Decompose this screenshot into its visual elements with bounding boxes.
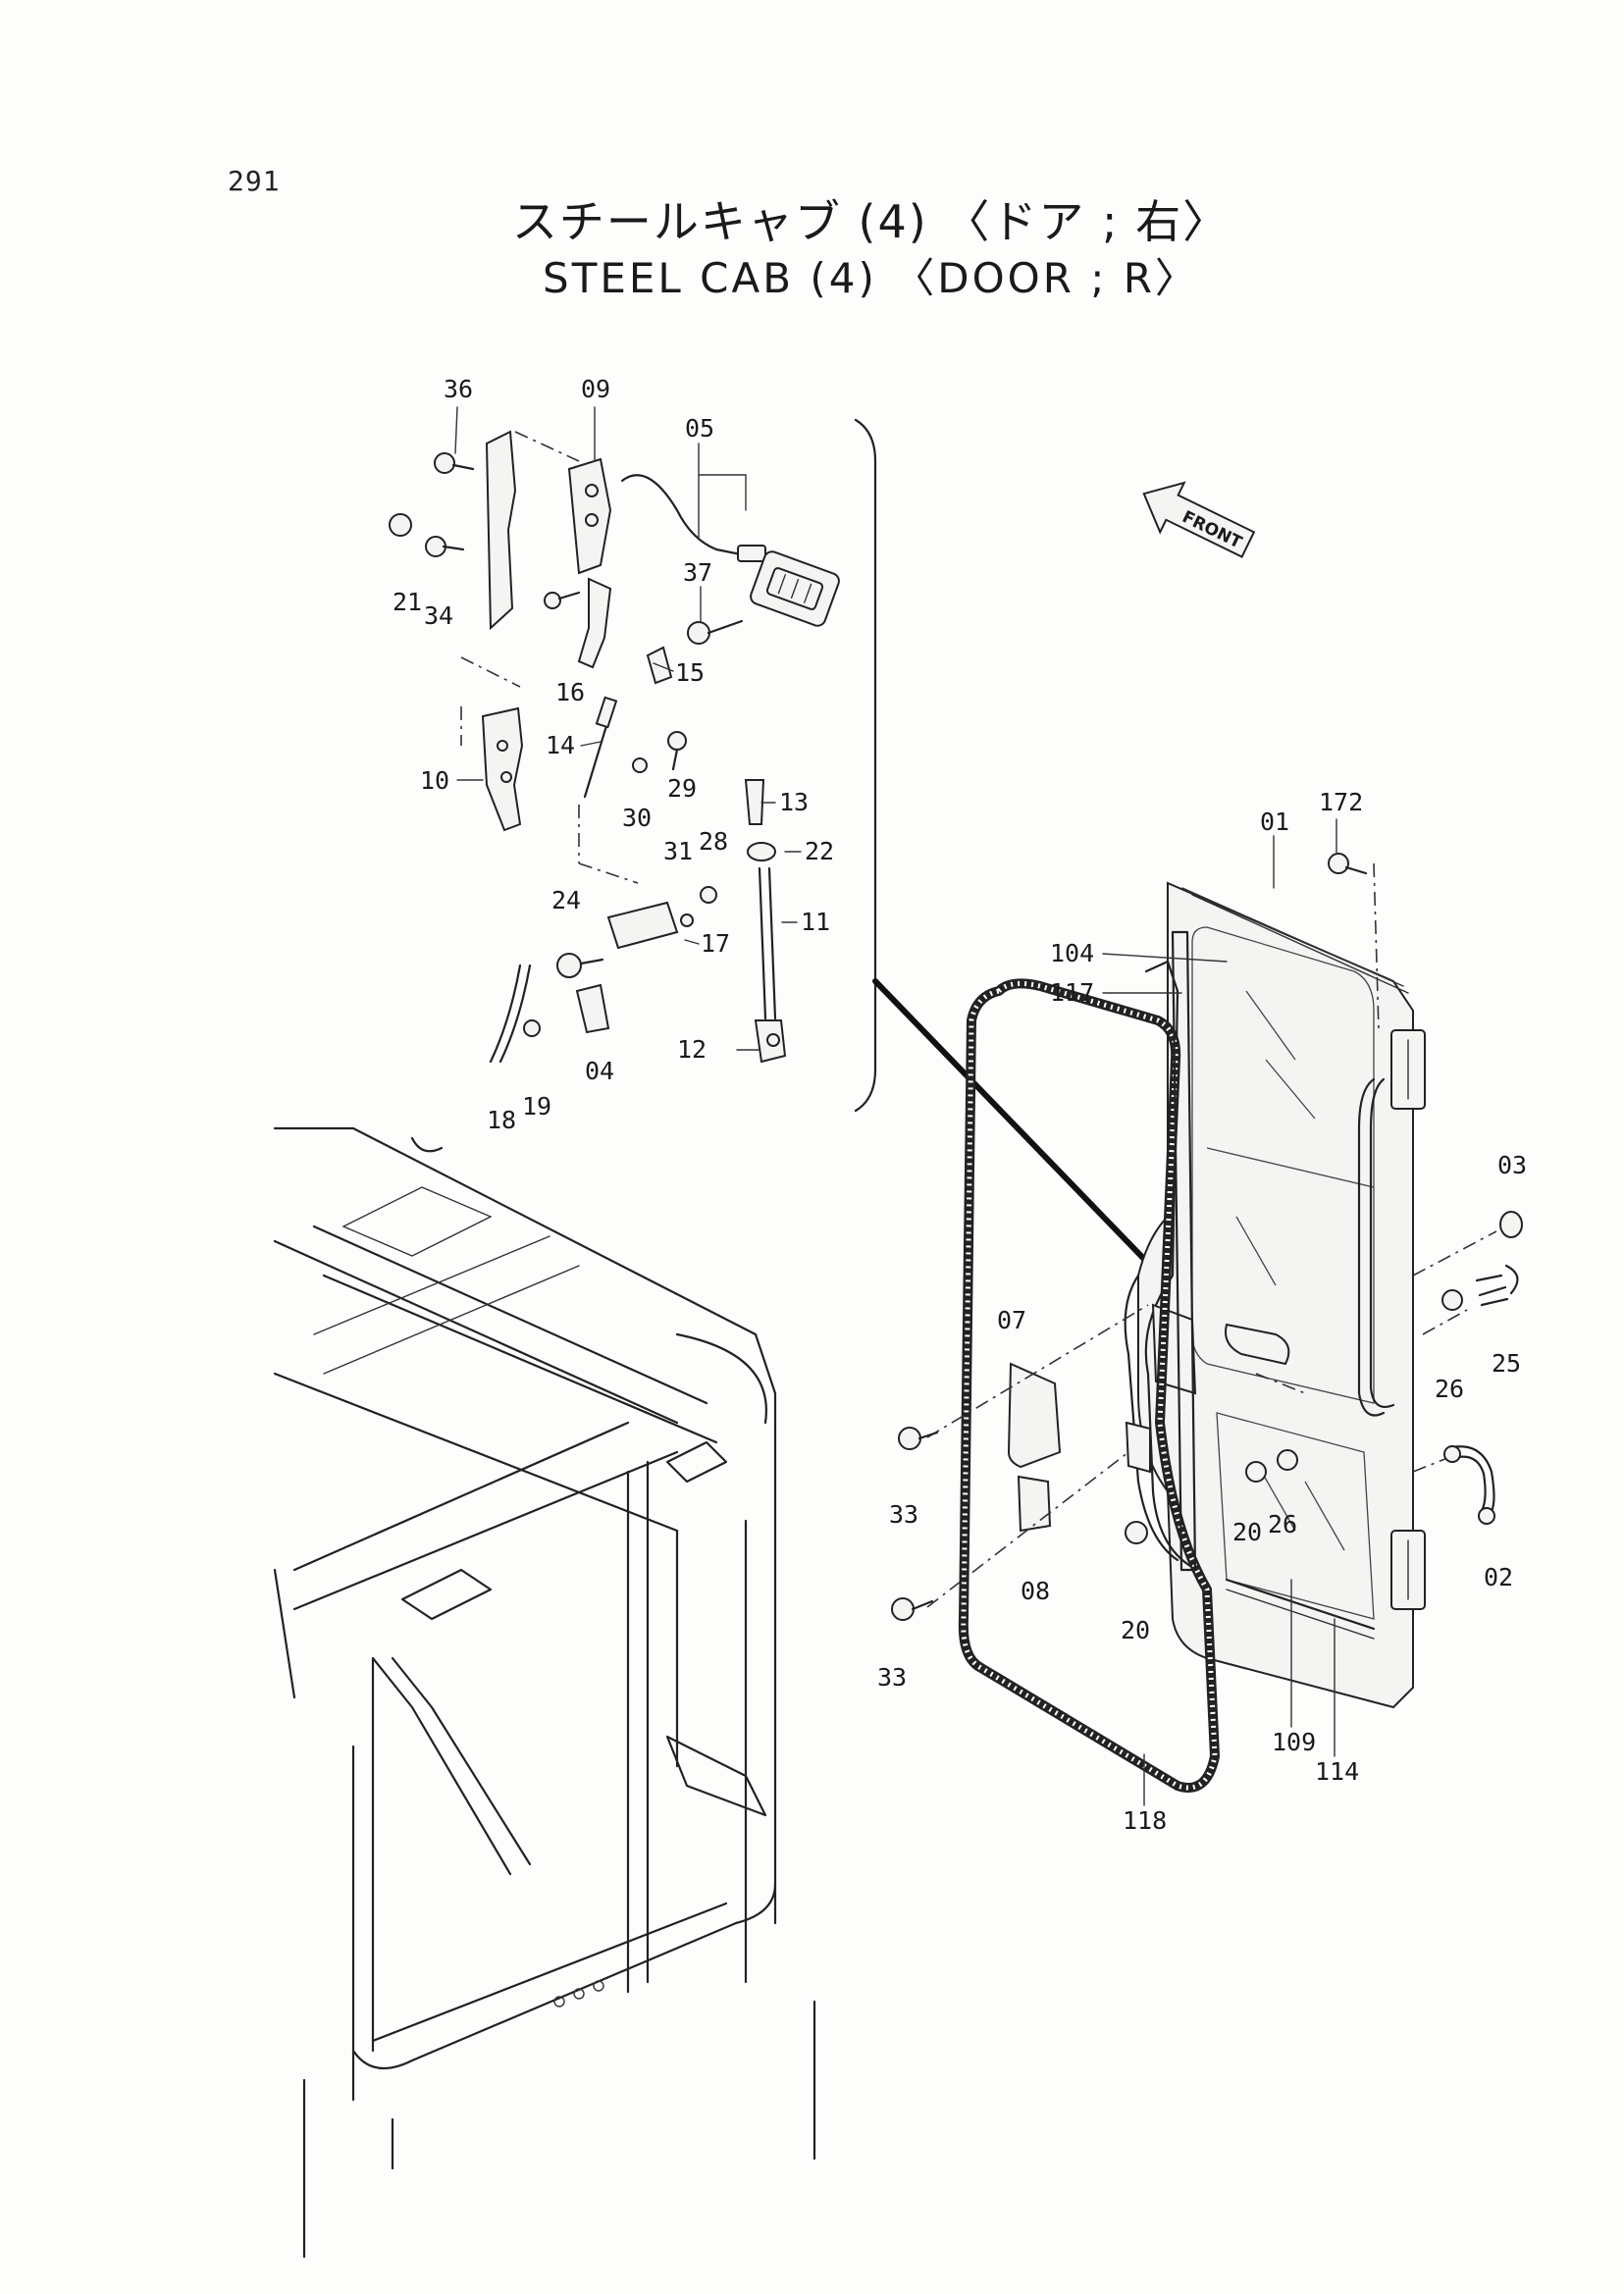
front-arrow-icon: FRONT — [1142, 481, 1256, 558]
latch-detail-group — [389, 430, 840, 1064]
callout-leaders — [454, 406, 1337, 1806]
callout-11: 11 — [801, 908, 830, 936]
callout-20-upper: 20 — [1232, 1518, 1262, 1546]
callout-34: 34 — [424, 601, 453, 630]
page-number: 291 — [228, 165, 281, 197]
callout-09: 09 — [581, 375, 610, 403]
callout-30: 30 — [622, 804, 652, 832]
callout-14: 14 — [546, 731, 575, 759]
callout-109: 109 — [1272, 1728, 1316, 1756]
callout-07: 07 — [997, 1306, 1026, 1334]
callout-20-lower: 20 — [1121, 1616, 1150, 1644]
door-assembly — [891, 853, 1523, 1793]
callout-25: 25 — [1492, 1349, 1521, 1378]
page-title-japanese: スチールキャブ (4) 〈ドア ; 右〉 — [511, 195, 1231, 248]
callout-33-lower: 33 — [877, 1663, 907, 1692]
callout-05: 05 — [685, 414, 714, 443]
cab-frame — [273, 1126, 816, 2259]
callout-24: 24 — [551, 886, 581, 914]
callout-10: 10 — [420, 766, 449, 795]
callout-19: 19 — [522, 1092, 551, 1121]
callout-03: 03 — [1497, 1151, 1527, 1179]
callout-29: 29 — [667, 774, 697, 803]
detail-bracket — [854, 418, 877, 1113]
callout-01: 01 — [1260, 808, 1289, 836]
page-title-english: STEEL CAB (4) 〈DOOR ; R〉 — [543, 254, 1199, 302]
cover-plate-07 — [1007, 1362, 1062, 1469]
callout-labels: 36 09 05 21 34 37 16 15 10 14 29 30 13 2… — [393, 375, 1527, 1835]
callout-28: 28 — [699, 827, 728, 856]
callout-26-lower: 26 — [1268, 1510, 1297, 1538]
callout-15: 15 — [675, 658, 705, 687]
callout-16: 16 — [555, 678, 585, 706]
callout-114: 114 — [1315, 1757, 1359, 1786]
callout-36: 36 — [444, 375, 473, 403]
callout-31: 31 — [663, 837, 693, 865]
cover-plate-08 — [1017, 1475, 1052, 1533]
callout-04: 04 — [585, 1057, 614, 1085]
callout-37: 37 — [683, 558, 712, 587]
callout-18: 18 — [487, 1106, 516, 1134]
callout-21: 21 — [393, 588, 422, 616]
callout-26-right: 26 — [1435, 1375, 1464, 1403]
callout-12: 12 — [677, 1035, 707, 1064]
callout-08: 08 — [1021, 1577, 1050, 1605]
callout-13: 13 — [779, 788, 809, 816]
callout-117: 117 — [1050, 978, 1094, 1007]
callout-17: 17 — [701, 929, 730, 958]
callout-22: 22 — [805, 837, 834, 865]
callout-104: 104 — [1050, 939, 1094, 967]
callout-33-upper: 33 — [889, 1500, 918, 1529]
callout-02: 02 — [1484, 1563, 1513, 1591]
callout-172: 172 — [1319, 788, 1363, 816]
callout-118: 118 — [1123, 1806, 1167, 1835]
